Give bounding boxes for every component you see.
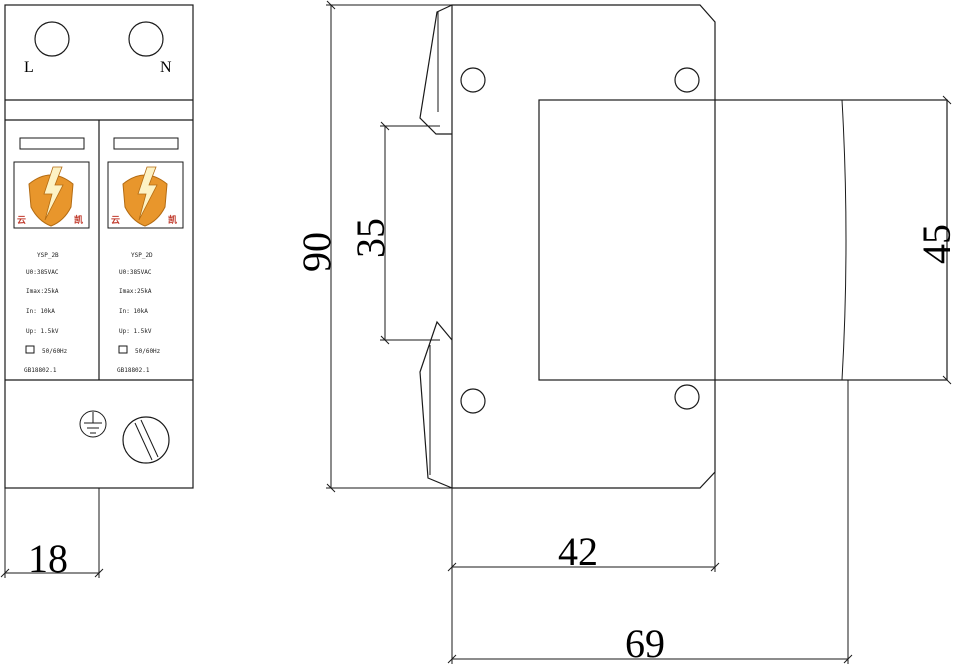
terminal-n-screw-icon <box>128 21 164 57</box>
brand-logo-frame <box>13 161 90 229</box>
spec-up: Up: 1.5kV <box>119 328 152 335</box>
module-1: 云 凯 YSP_2B U0:385VAC Imax:25kA In: 10kA … <box>13 137 90 374</box>
terminal-l-screw-icon <box>34 21 70 57</box>
status-window <box>113 137 179 150</box>
spec-standard: GB18802.1 <box>24 367 57 374</box>
width-label: 18 <box>28 536 68 581</box>
mount-hole-icon <box>460 388 486 414</box>
rail-label: 35 <box>348 218 393 258</box>
spec-in: In: 10kA <box>119 308 148 315</box>
svg-text:云: 云 <box>17 215 26 226</box>
spec-u0: U0:385VAC <box>26 269 59 276</box>
total-depth-dimension: 69 <box>447 380 853 666</box>
depth-dimension: 42 <box>447 472 720 664</box>
standard-mark-icon <box>118 345 128 354</box>
svg-text:云: 云 <box>111 215 120 226</box>
mount-hole-icon <box>674 384 700 410</box>
mount-hole-icon <box>674 67 700 93</box>
spec-frequency: 50/60Hz <box>135 348 161 355</box>
ground-terminal-icon <box>79 410 107 438</box>
mount-hole-icon <box>460 67 486 93</box>
svg-text:凯: 凯 <box>168 214 177 226</box>
upper-clip <box>419 4 453 135</box>
height-dimension: 90 <box>294 0 452 493</box>
svg-text:凯: 凯 <box>74 214 83 226</box>
module-2: 云 凯 YSP_2D U0:385VAC Imax:25kA In: 10kA … <box>107 137 184 374</box>
spec-u0: U0:385VAC <box>119 269 152 276</box>
shield-logo-icon: 云 凯 <box>111 166 177 227</box>
spec-frequency: 50/60Hz <box>42 348 68 355</box>
spec-in: In: 10kA <box>26 308 55 315</box>
width-dimension: 18 <box>0 488 104 581</box>
cover-dimension: 45 <box>914 95 959 385</box>
terminal-n-label: N <box>160 59 172 76</box>
rail-dimension: 35 <box>348 121 440 345</box>
lower-clip <box>419 320 453 489</box>
spec-up: Up: 1.5kV <box>26 328 59 335</box>
module-model: YSP_2D <box>131 252 153 259</box>
cover-label: 45 <box>914 224 959 264</box>
front-view: L N 云 凯 YSP_2B U0:385VAC Imax:25kA In: 1… <box>0 4 194 581</box>
depth-label: 42 <box>558 529 598 574</box>
spec-imax: Imax:25kA <box>119 288 152 295</box>
height-label: 90 <box>294 232 339 272</box>
side-view: 90 35 45 42 <box>294 0 959 666</box>
standard-mark-icon <box>25 345 35 354</box>
total-depth-label: 69 <box>625 621 665 666</box>
spec-imax: Imax:25kA <box>26 288 59 295</box>
front-cover <box>538 99 948 381</box>
pe-screw-icon <box>122 416 170 464</box>
terminal-l-label: L <box>24 59 34 76</box>
brand-logo-frame <box>107 161 184 229</box>
cover-curve <box>841 99 847 381</box>
status-window <box>19 137 85 150</box>
shield-logo-icon: 云 凯 <box>17 166 83 227</box>
module-model: YSP_2B <box>37 252 59 259</box>
spec-standard: GB18802.1 <box>117 367 150 374</box>
